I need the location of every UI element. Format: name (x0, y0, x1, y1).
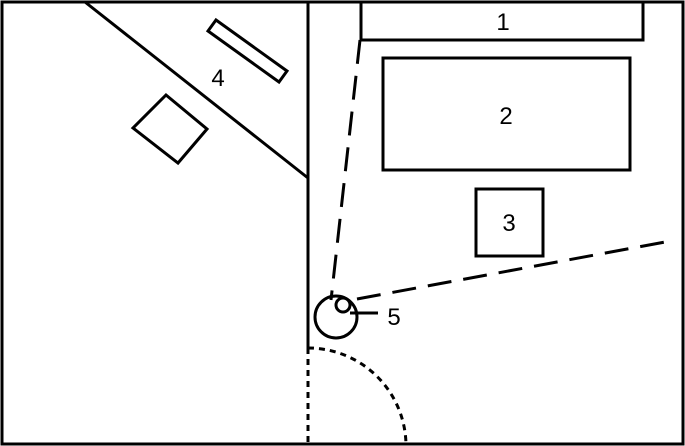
label-3: 3 (502, 210, 515, 237)
view-line-upper (329, 39, 362, 301)
camera-inner-circle (334, 296, 352, 314)
slanted-bar (205, 17, 290, 85)
camera-outer-circle (313, 294, 359, 340)
object-3-box (474, 187, 545, 258)
label-5: 5 (387, 304, 400, 331)
object-1-box (359, 0, 645, 42)
object-2-box (381, 56, 632, 172)
label-4: 4 (211, 65, 224, 92)
rotated-square (130, 92, 210, 166)
diagonal-wall (84, 0, 309, 180)
view-line-right (356, 240, 666, 301)
label-2: 2 (499, 103, 512, 130)
label-1: 1 (496, 9, 509, 36)
door-swing-arc (307, 346, 408, 446)
